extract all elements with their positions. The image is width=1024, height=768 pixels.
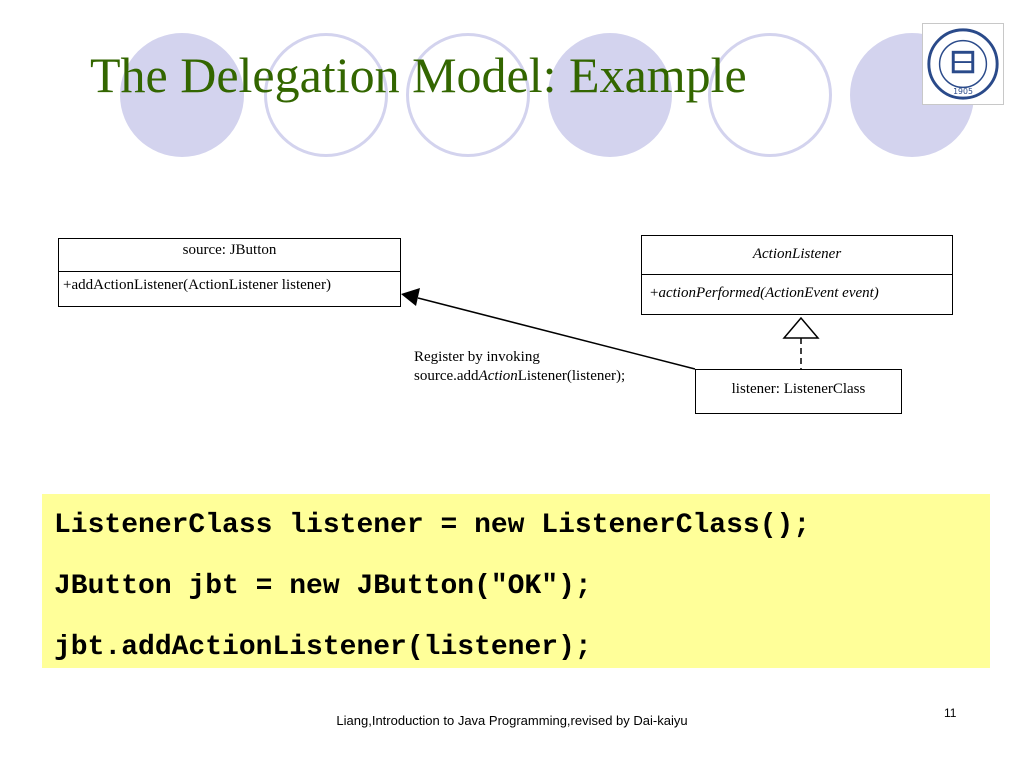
association-arrowhead (401, 288, 420, 306)
interface-box-divider (642, 274, 952, 275)
interface-box-method: +actionPerformed(ActionEvent event) (650, 285, 879, 302)
code-block: ListenerClass listener = new ListenerCla… (42, 494, 990, 668)
annotation-line-2-pre: source.add (414, 368, 479, 384)
source-box-divider (59, 271, 400, 272)
decor-circle-2 (264, 33, 388, 157)
slide-title: The Delegation Model: Example (90, 47, 747, 103)
decor-circle-4 (548, 33, 672, 157)
annotation-line-2: source.addActionListener(listener); (414, 367, 625, 386)
source-box-header: source: JButton (182, 242, 277, 258)
listener-class-box: listener: ListenerClass (695, 369, 902, 414)
decor-circle-5 (708, 33, 832, 157)
annotation-line-2-italic: Action (478, 368, 518, 384)
slide-footer: Liang,Introduction to Java Programming,r… (336, 713, 688, 728)
source-jbutton-box: source: JButton +addActionListener(Actio… (58, 238, 401, 307)
register-annotation: Register by invoking source.addActionLis… (414, 348, 625, 386)
code-line-1: ListenerClass listener = new ListenerCla… (54, 510, 811, 541)
interface-box-header: ActionListener (752, 246, 842, 262)
annotation-line-2-post: Listener(listener); (517, 368, 626, 384)
decor-circle-3 (406, 33, 530, 157)
interface-method-prefix: + (650, 285, 659, 301)
university-seal-icon: 1905 (922, 23, 1004, 105)
logo-year: 1905 (953, 87, 973, 96)
decor-circle-1 (120, 33, 244, 157)
realization-triangle (782, 316, 820, 339)
page-number: 11 (944, 706, 957, 720)
action-listener-interface-box: ActionListener +actionPerformed(ActionEv… (641, 235, 953, 315)
listener-box-label: listener: ListenerClass (731, 381, 866, 397)
interface-method-name: actionPerformed(ActionEvent event) (658, 285, 879, 301)
source-box-method: +addActionListener(ActionListener listen… (63, 277, 331, 293)
code-line-3: jbt.addActionListener(listener); (54, 632, 592, 663)
annotation-line-1: Register by invoking (414, 349, 540, 365)
code-line-2: JButton jbt = new JButton("OK"); (54, 571, 592, 602)
